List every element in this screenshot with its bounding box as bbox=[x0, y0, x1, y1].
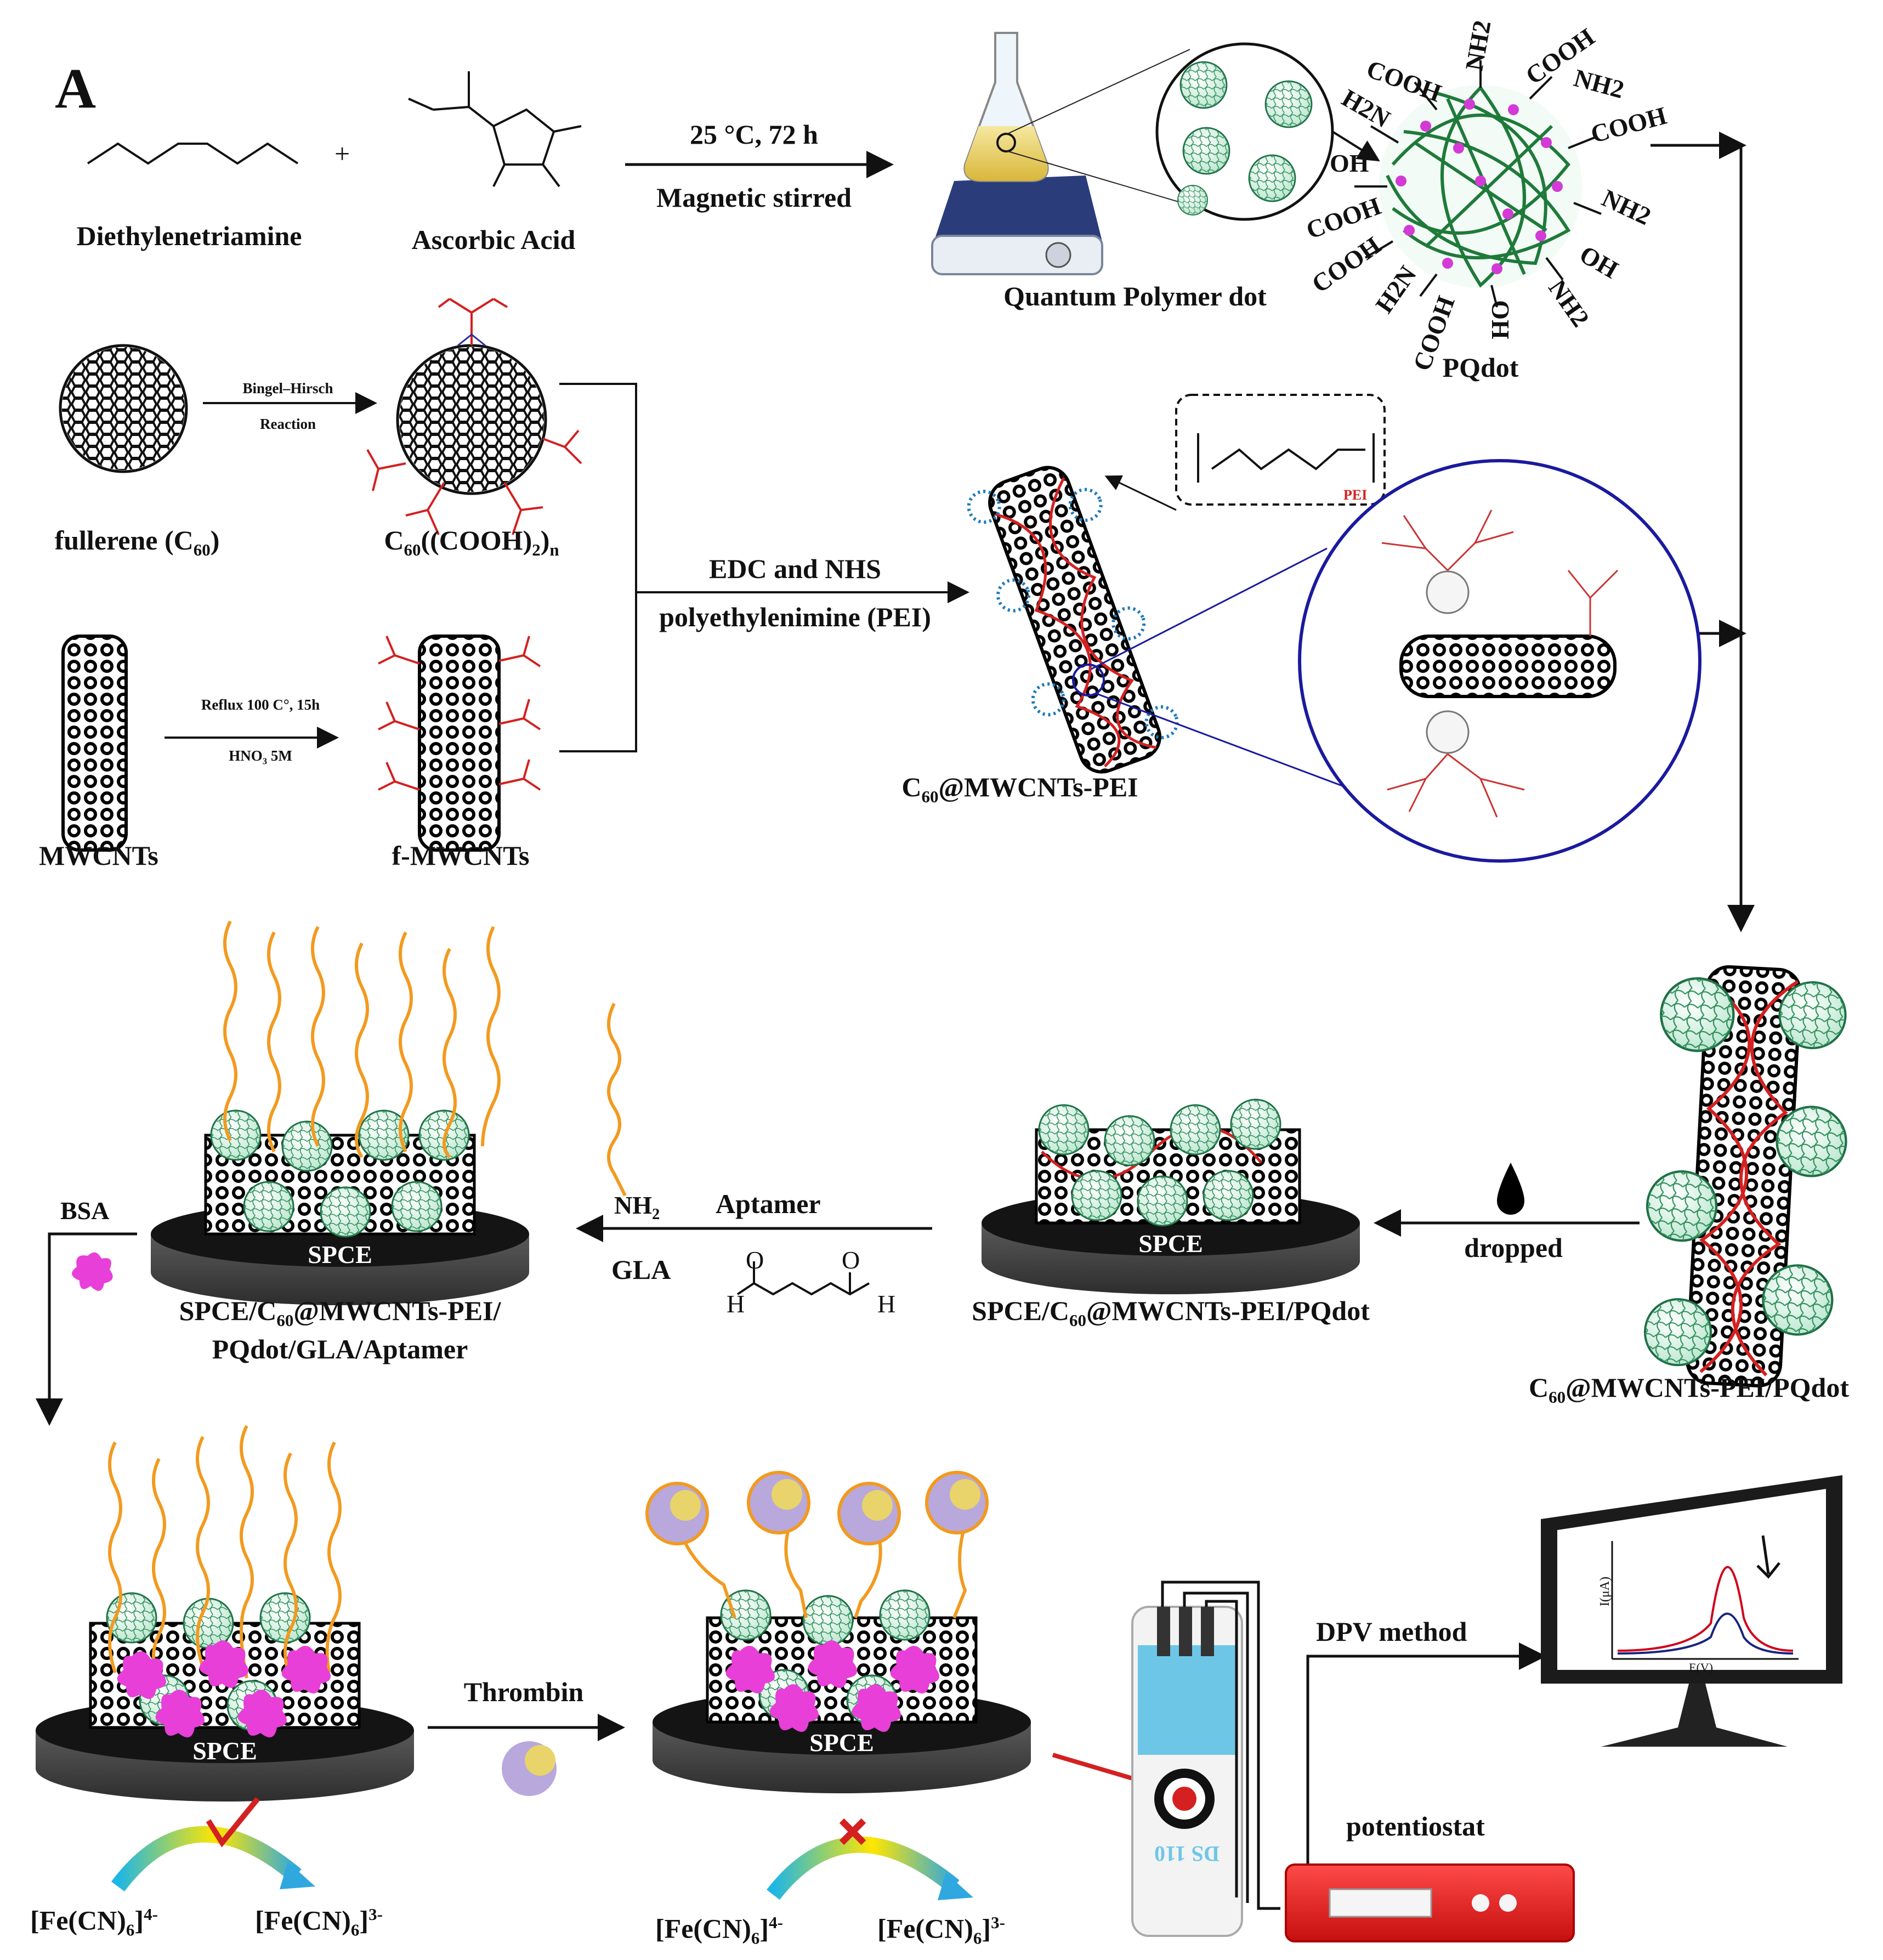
y-axis-label: I(μA) bbox=[1598, 1576, 1613, 1607]
pqdot-zoom-circle bbox=[1155, 42, 1334, 221]
reaction-condition-temp: 25 °C, 72 h bbox=[690, 119, 818, 150]
spce-a-label-line1: SPCE/C60@MWCNTs-PEI/ bbox=[179, 1295, 501, 1330]
ferrocyanide-label-a: [Fe(CN)6]4- bbox=[30, 1905, 158, 1940]
free-aptamer-icon bbox=[607, 1002, 627, 1197]
final-composite-label: C60@MWCNTs-PEI/PQdot bbox=[1528, 1372, 1850, 1407]
bingel-label-1: Bingel–Hirsch bbox=[242, 380, 333, 396]
drop-icon bbox=[1497, 1163, 1524, 1215]
bsa-icon bbox=[72, 1252, 113, 1291]
f-mwcnts-label: f-MWCNTs bbox=[392, 840, 530, 871]
reaction-condition-stir: Magnetic stirred bbox=[656, 182, 852, 213]
check-icon bbox=[206, 1797, 260, 1848]
pqdot-label: PQdot bbox=[1442, 352, 1519, 383]
ferricyanide-label-b: [Fe(CN)6]3- bbox=[877, 1913, 1005, 1948]
x-axis-label: E(V) bbox=[1689, 1661, 1713, 1674]
spce-b-label: SPCE/C60@MWCNTs-PEI/PQdot bbox=[972, 1295, 1370, 1330]
aptamer-label: Aptamer bbox=[716, 1188, 821, 1219]
right-flow-connector bbox=[1651, 132, 1755, 932]
gla-o-right: O bbox=[842, 1246, 860, 1274]
electrode-brand-text: DS 110 bbox=[1154, 1842, 1220, 1866]
glutaraldehyde-structure bbox=[736, 1261, 870, 1296]
spce-electrode-bsa bbox=[36, 1425, 414, 1802]
screen-printed-electrode-icon bbox=[1131, 1606, 1243, 1937]
gla-h-left: H bbox=[727, 1290, 745, 1318]
spce-a-label-line2: PQdot/GLA/Aptamer bbox=[212, 1334, 468, 1364]
c60-cooh-structure bbox=[366, 298, 582, 535]
diethylenetriamine-structure bbox=[87, 142, 299, 165]
nh2-label: NH2 bbox=[614, 1191, 660, 1223]
pqdot-group-label: HO bbox=[1485, 300, 1514, 339]
magnetic-stirrer-icon bbox=[931, 32, 1103, 275]
gla-o-left: O bbox=[746, 1246, 764, 1274]
ferrocyanide-label-b: [Fe(CN)6]4- bbox=[655, 1913, 783, 1948]
pqdot-group-label: OH bbox=[1330, 149, 1369, 177]
potentiostat-label: potentiostat bbox=[1346, 1811, 1485, 1842]
bsa-label: BSA bbox=[60, 1197, 110, 1225]
pqdot-network bbox=[1354, 60, 1602, 308]
fullerene-structure bbox=[59, 344, 188, 473]
spce-label-a: SPCE bbox=[308, 1240, 372, 1268]
dpv-method-label: DPV method bbox=[1316, 1616, 1467, 1647]
redox-arc-active bbox=[111, 1797, 315, 1892]
spce-label-c: SPCE bbox=[192, 1737, 257, 1765]
pei-full-label: polyethylenimine (PEI) bbox=[659, 602, 931, 632]
ascorbic-acid-structure bbox=[408, 71, 582, 188]
spce-electrode-thrombin bbox=[645, 1471, 1031, 1793]
edc-nhs-label: EDC and NHS bbox=[709, 553, 881, 584]
panel-label: A bbox=[55, 57, 97, 120]
dpv-curve-after bbox=[1617, 1612, 1794, 1655]
decrease-arrow-icon bbox=[1756, 1535, 1780, 1579]
thrombin-label: Thrombin bbox=[463, 1676, 584, 1707]
coupling-bracket bbox=[559, 383, 969, 752]
composite-zoom-circle bbox=[1298, 459, 1701, 863]
fullerene-label: fullerene (C60) bbox=[54, 525, 220, 559]
final-composite-structure bbox=[1638, 965, 1854, 1387]
gla-h-right: H bbox=[877, 1290, 896, 1318]
spce-electrode-b bbox=[982, 1098, 1360, 1294]
bingel-label-2: Reaction bbox=[260, 416, 316, 432]
pei-tag: PEI bbox=[1343, 487, 1368, 503]
spce-label-d: SPCE bbox=[809, 1729, 874, 1757]
plus-sign: + bbox=[334, 138, 350, 169]
redox-arc-blocked bbox=[767, 1818, 973, 1900]
mwcnts-label: MWCNTs bbox=[39, 840, 158, 871]
hno3-label: HNO3 5M bbox=[229, 747, 292, 767]
spce-electrode-a bbox=[151, 920, 529, 1305]
mwcnt-structure bbox=[61, 635, 128, 852]
block-cross-icon bbox=[839, 1818, 866, 1845]
diethylenetriamine-label: Diethylenetriamine bbox=[76, 220, 302, 251]
pei-structure-box bbox=[1175, 394, 1386, 506]
electrode-wires bbox=[1161, 1581, 1546, 1910]
monitor-icon bbox=[1541, 1475, 1842, 1747]
ferricyanide-label-a: [Fe(CN)6]3- bbox=[255, 1905, 383, 1940]
ascorbic-acid-label: Ascorbic Acid bbox=[411, 224, 576, 255]
dpv-curve-before bbox=[1617, 1566, 1794, 1652]
quantum-polymer-dot-label: Quantum Polymer dot bbox=[1003, 281, 1267, 311]
gla-label: GLA bbox=[611, 1254, 671, 1285]
potentiostat-icon bbox=[1285, 1863, 1575, 1942]
bsa-connector bbox=[36, 1232, 137, 1426]
c60-mwcnt-pei-composite bbox=[967, 466, 1179, 774]
dropped-label: dropped bbox=[1464, 1232, 1563, 1263]
reflux-label: Reflux 100 C°, 15h bbox=[201, 696, 320, 713]
f-mwcnt-structure bbox=[378, 635, 541, 852]
thrombin-protein-icon bbox=[502, 1741, 557, 1796]
c60-mwcnts-pei-label: C60@MWCNTs-PEI bbox=[901, 772, 1138, 806]
c60-cooh-label: C60((COOH)2)n bbox=[384, 525, 559, 559]
spce-label-b: SPCE bbox=[1138, 1230, 1203, 1257]
